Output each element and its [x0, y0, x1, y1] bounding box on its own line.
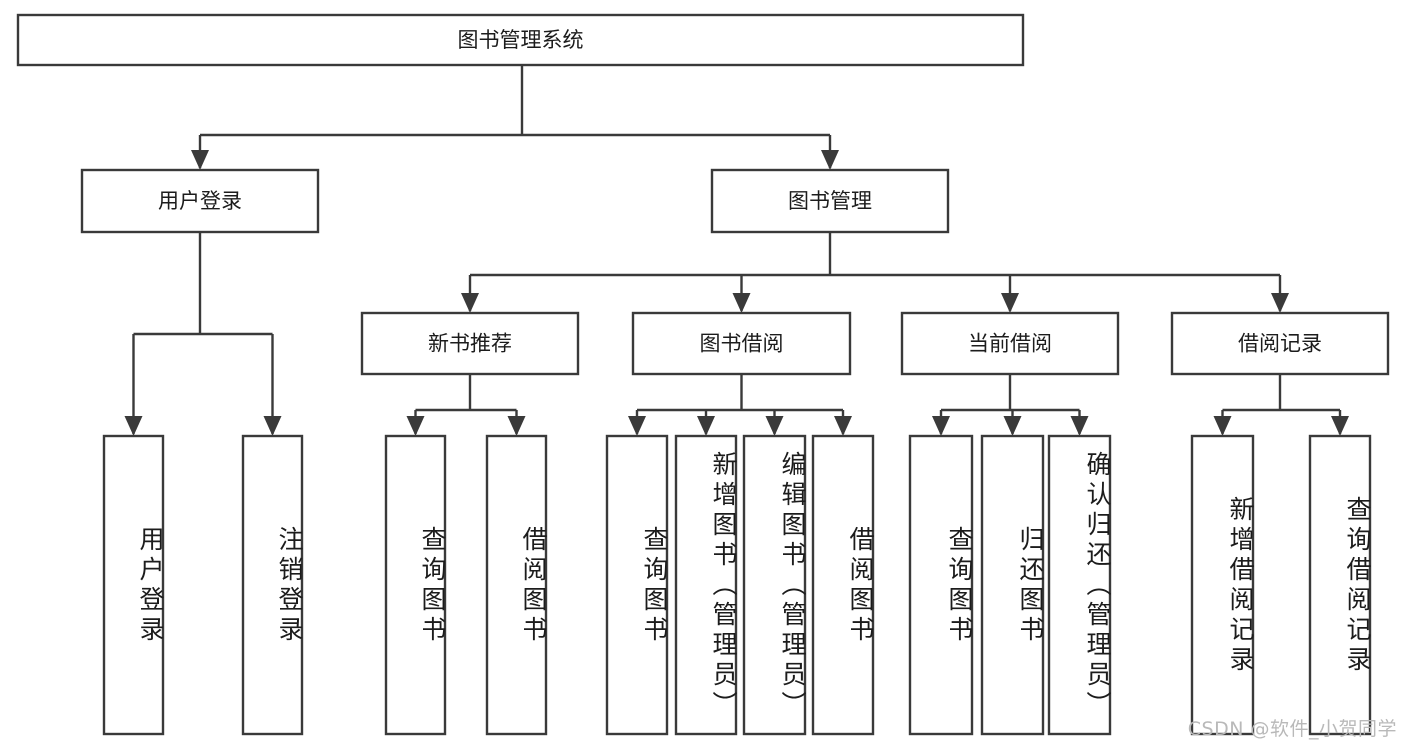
node-box-leaf-return-book[interactable] — [980, 434, 1045, 736]
node-box-leaf-add-record[interactable] — [1190, 434, 1255, 736]
boxes-layer — [16, 13, 1390, 736]
arrow-book-borrow-to-leaf-add-book — [697, 416, 715, 436]
arrow-book-borrow-to-leaf-query-book — [628, 416, 646, 436]
arrow-borrow-record-to-leaf-query-record — [1331, 416, 1349, 436]
arrow-bm-to-new-book-rec — [461, 293, 479, 313]
node-box-leaf-logout[interactable] — [241, 434, 304, 736]
arrow-bm-to-borrow-record — [1271, 293, 1289, 313]
node-box-leaf-user-login[interactable] — [102, 434, 165, 736]
arrow-root-to-user-login — [191, 150, 209, 170]
node-box-leaf-query-book[interactable] — [605, 434, 669, 736]
arrow-user-login-to-leaf-logout — [263, 416, 282, 436]
node-box-leaf-edit-book[interactable] — [742, 434, 807, 736]
arrow-new-book-rec-to-leaf-query-book-rec — [406, 416, 425, 436]
node-box-new-book-rec[interactable] — [360, 311, 580, 376]
node-label-book-manage: 图书管理 — [788, 189, 872, 213]
arrow-new-book-rec-to-leaf-borrow-book-rec — [507, 416, 526, 436]
node-box-current-borrow[interactable] — [900, 311, 1120, 376]
node-label-new-book-rec: 新书推荐 — [428, 332, 512, 356]
node-box-leaf-confirm-return[interactable] — [1047, 434, 1112, 736]
node-box-leaf-query-record[interactable] — [1308, 434, 1372, 736]
arrow-current-borrow-to-leaf-confirm-return — [1070, 416, 1089, 436]
node-box-user-login[interactable] — [80, 168, 320, 234]
node-label-root: 图书管理系统 — [458, 28, 584, 52]
node-box-root[interactable] — [16, 13, 1025, 67]
node-label-book-borrow: 图书借阅 — [700, 332, 784, 356]
node-box-leaf-query-book-cur[interactable] — [908, 434, 974, 736]
arrow-current-borrow-to-leaf-query-book-cur — [932, 416, 950, 436]
node-label-user-login: 用户登录 — [158, 189, 242, 213]
arrow-current-borrow-to-leaf-return-book — [1003, 416, 1022, 436]
node-label-current-borrow: 当前借阅 — [968, 332, 1052, 356]
node-label-borrow-record: 借阅记录 — [1238, 332, 1322, 356]
node-box-leaf-borrow-book-rec[interactable] — [485, 434, 548, 736]
arrow-root-to-book-manage — [821, 150, 839, 170]
node-box-leaf-borrow-book[interactable] — [811, 434, 875, 736]
arrow-bm-to-current-borrow — [1001, 293, 1019, 313]
node-box-book-manage[interactable] — [710, 168, 950, 234]
arrow-book-borrow-to-leaf-edit-book — [765, 416, 784, 436]
csdn-watermark: CSDN @软件_小贺同学 — [1187, 718, 1397, 740]
node-box-leaf-query-book-rec[interactable] — [384, 434, 447, 736]
arrow-bm-to-book-borrow — [732, 293, 751, 313]
arrow-user-login-to-leaf-user-login — [124, 416, 143, 436]
connectors-layer — [124, 65, 1349, 436]
node-box-book-borrow[interactable] — [631, 311, 852, 376]
node-box-borrow-record[interactable] — [1170, 311, 1390, 376]
arrow-borrow-record-to-leaf-add-record — [1213, 416, 1232, 436]
arrow-book-borrow-to-leaf-borrow-book — [834, 416, 852, 436]
node-box-leaf-add-book[interactable] — [674, 434, 738, 736]
